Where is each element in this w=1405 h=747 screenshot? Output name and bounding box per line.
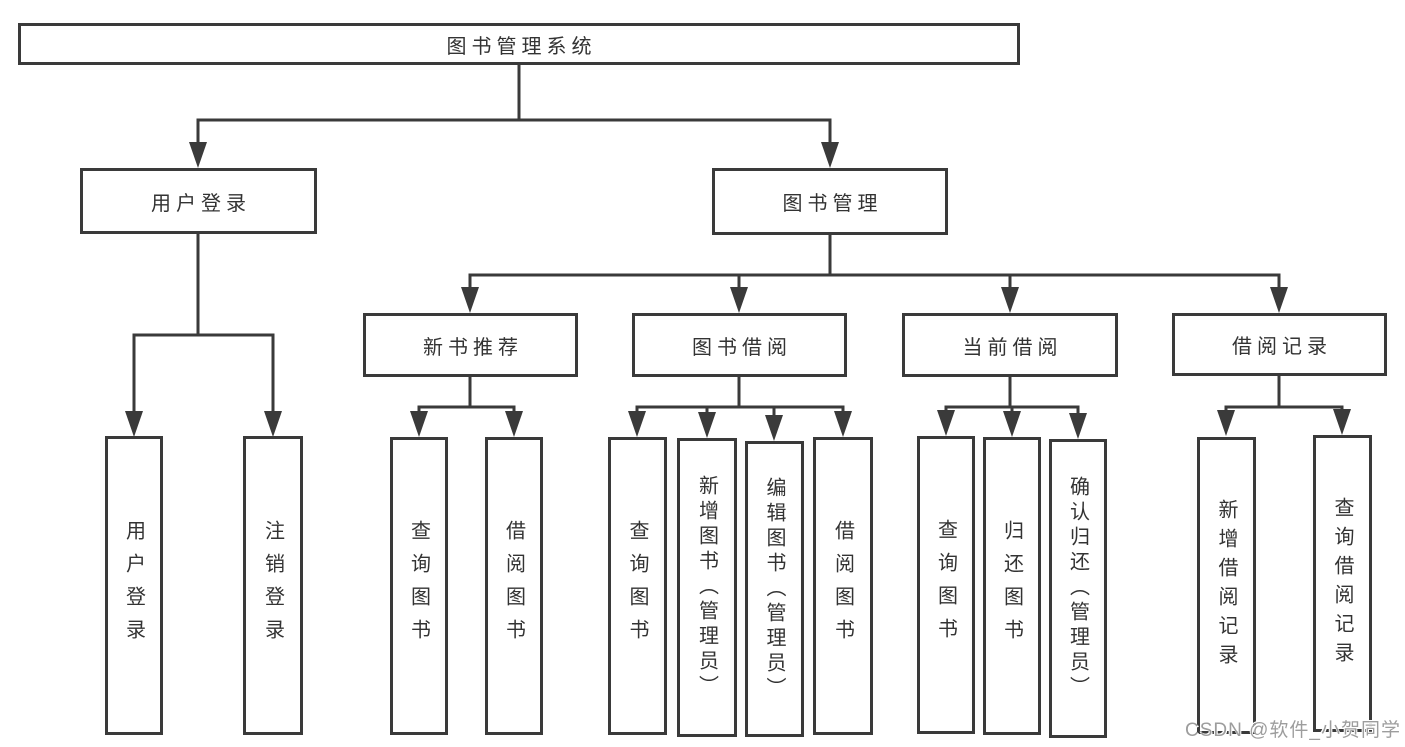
arrow-down-icon xyxy=(189,142,207,168)
arrow-down-icon xyxy=(937,410,955,436)
leaf-return-books: 归还图书 xyxy=(983,437,1041,735)
node-label: 借阅图书 xyxy=(831,520,854,652)
node-label: 图书管理 xyxy=(782,193,883,215)
arrow-down-icon xyxy=(1270,287,1288,313)
node-label: 新书推荐 xyxy=(423,336,523,359)
node-label: 当前借阅 xyxy=(962,336,1063,359)
node-label: 借阅记录 xyxy=(1232,336,1332,358)
connector-user-login-children xyxy=(132,234,275,413)
connector-borrow-record-children xyxy=(1224,376,1344,412)
node-new-book-recommend: 新书推荐 xyxy=(363,313,578,377)
node-label: 用户登录 xyxy=(151,192,251,215)
node-label: 查询图书 xyxy=(934,519,957,651)
leaf-query-borrow-record: 查询借阅记录 xyxy=(1313,435,1372,732)
arrow-down-icon xyxy=(461,287,479,313)
node-label: 借阅图书 xyxy=(502,520,525,652)
node-label: 归还图书 xyxy=(1000,520,1023,652)
connector-book-mgmt-children xyxy=(468,235,1281,289)
arrow-down-icon xyxy=(505,411,523,437)
node-library-management-system: 图书管理系统 xyxy=(18,23,1020,65)
node-label: 查询图书 xyxy=(407,520,430,652)
node-label: 用户登录 xyxy=(122,519,145,652)
arrow-down-icon xyxy=(125,411,143,437)
node-label: 图书借阅 xyxy=(692,336,792,359)
arrow-down-icon xyxy=(730,287,748,313)
leaf-edit-books-admin: 编辑图书（管理员） xyxy=(745,441,804,737)
arrowheads xyxy=(125,142,1351,441)
leaf-borrow-books-recommend: 借阅图书 xyxy=(485,437,543,735)
node-current-borrowing: 当前借阅 xyxy=(902,313,1118,377)
leaf-borrow-books: 借阅图书 xyxy=(813,437,873,735)
node-label: 注销登录 xyxy=(261,519,284,652)
node-label: 新增图书（管理员） xyxy=(695,475,718,700)
leaf-user-login: 用户登录 xyxy=(105,436,163,735)
arrow-down-icon xyxy=(1069,413,1087,439)
connector-root-to-level1 xyxy=(196,65,832,144)
leaf-add-borrow-record: 新增借阅记录 xyxy=(1197,437,1256,734)
connector-book-borrow-children xyxy=(635,377,845,417)
node-user-login: 用户登录 xyxy=(80,168,317,234)
node-label: 查询借阅记录 xyxy=(1331,496,1353,671)
connector-current-borrow-children xyxy=(944,377,1080,415)
arrow-down-icon xyxy=(1003,411,1021,437)
arrow-down-icon xyxy=(765,415,783,441)
node-label: 新增借阅记录 xyxy=(1215,498,1237,673)
node-label: 查询图书 xyxy=(626,520,648,652)
arrow-down-icon xyxy=(410,411,428,437)
node-book-borrowing: 图书借阅 xyxy=(632,313,847,377)
arrow-down-icon xyxy=(821,142,839,168)
arrow-down-icon xyxy=(834,411,852,437)
arrow-down-icon xyxy=(698,412,716,438)
node-borrowing-records: 借阅记录 xyxy=(1172,313,1387,376)
leaf-query-books-recommend: 查询图书 xyxy=(390,437,448,735)
watermark-text: CSDN @软件_小贺同学 xyxy=(1185,720,1401,741)
arrow-down-icon xyxy=(1001,287,1019,313)
node-book-management: 图书管理 xyxy=(712,168,948,235)
connector-new-book-children xyxy=(417,377,516,413)
node-label: 编辑图书（管理员） xyxy=(763,476,785,702)
leaf-query-books-borrowing: 查询图书 xyxy=(608,437,667,735)
arrow-down-icon xyxy=(1217,410,1235,436)
leaf-query-books-current: 查询图书 xyxy=(917,436,975,734)
arrow-down-icon xyxy=(264,411,282,437)
leaf-add-books-admin: 新增图书（管理员） xyxy=(677,438,737,737)
node-label: 确认归还（管理员） xyxy=(1066,476,1089,701)
arrow-down-icon xyxy=(1333,409,1351,435)
node-label: 图书管理系统 xyxy=(446,35,597,58)
leaf-logout: 注销登录 xyxy=(243,436,303,735)
arrow-down-icon xyxy=(628,411,646,437)
leaf-confirm-return-admin: 确认归还（管理员） xyxy=(1049,439,1107,738)
